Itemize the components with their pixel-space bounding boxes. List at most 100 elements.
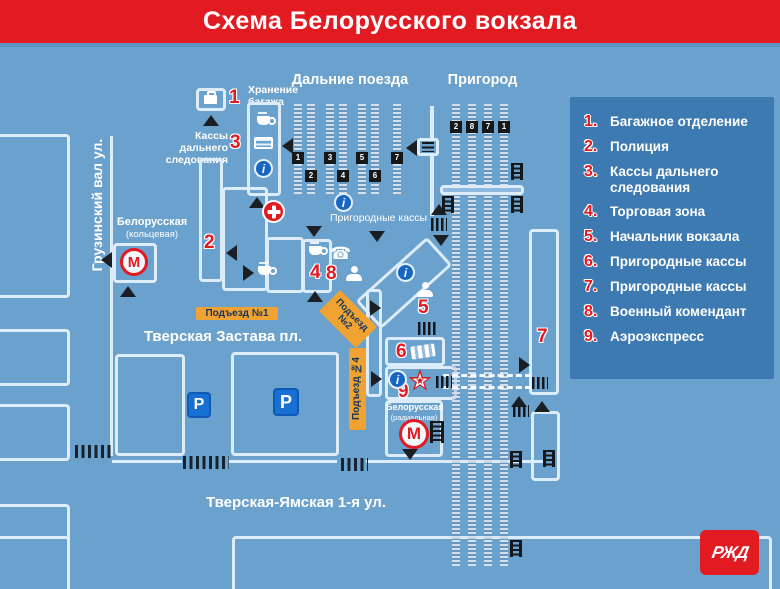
platform-number: 1 bbox=[498, 121, 510, 133]
corridor bbox=[266, 237, 304, 293]
entrance-arrow-icon bbox=[406, 140, 417, 156]
metro-letter: М bbox=[406, 424, 422, 443]
sidewalk-line bbox=[229, 460, 337, 463]
stairs-icon bbox=[543, 450, 555, 467]
railway-track bbox=[452, 104, 460, 566]
map-marker-1: 1 bbox=[229, 87, 240, 108]
stairs-icon bbox=[510, 540, 522, 557]
suburban-cashiers-building bbox=[385, 337, 445, 366]
info-letter: i bbox=[261, 161, 266, 176]
suburban-platform-building bbox=[529, 229, 559, 395]
entrance-arrow-icon bbox=[370, 300, 381, 316]
parking-letter: P bbox=[279, 391, 292, 412]
entrance-arrow-icon bbox=[243, 265, 254, 281]
platform-number: 4 bbox=[337, 170, 349, 182]
parking-icon: P bbox=[273, 388, 299, 416]
legend-item: 5.Начальник вокзала bbox=[584, 227, 740, 245]
metro-letter: М bbox=[127, 253, 141, 271]
rzd-logo: РЖД bbox=[700, 530, 759, 575]
entrance-arrow-icon bbox=[226, 245, 237, 261]
railway-track bbox=[294, 104, 302, 194]
info-icon: i bbox=[396, 263, 415, 282]
area-label-long-distance: Дальние поезда bbox=[291, 72, 409, 88]
legend-item: 9.Аэроэкспресс bbox=[584, 328, 704, 346]
entrance-arrow-icon bbox=[433, 235, 449, 246]
commandant-icon bbox=[346, 266, 362, 281]
platform-number: 2 bbox=[450, 121, 462, 133]
stairs-icon bbox=[511, 196, 523, 213]
entrance-arrow-icon bbox=[534, 401, 550, 412]
stairs-icon bbox=[442, 196, 454, 213]
header: Схема Белорусского вокзала bbox=[0, 0, 780, 47]
stairs-icon bbox=[430, 421, 444, 443]
entrance-arrow-icon bbox=[402, 449, 418, 460]
turnstile-icon bbox=[513, 405, 529, 417]
platform-number: 5 bbox=[356, 152, 368, 164]
fence-line bbox=[430, 106, 434, 216]
legend-item: 8.Военный комендант bbox=[584, 303, 747, 321]
map-marker-2: 2 bbox=[204, 232, 215, 253]
map-marker-3: 3 bbox=[230, 132, 241, 153]
pedestrian-crossing bbox=[75, 445, 111, 458]
turnstile-icon bbox=[532, 377, 548, 389]
aeroexpress-star-icon: ★ ★ ★ bbox=[406, 364, 434, 398]
platform-bridge bbox=[440, 185, 524, 195]
info-icon: i bbox=[334, 193, 353, 212]
cafe-icon bbox=[309, 242, 328, 255]
sidewalk-line bbox=[112, 460, 182, 463]
railway-track bbox=[484, 104, 492, 566]
phone-icon: ☎ bbox=[330, 244, 352, 263]
stairs-icon bbox=[511, 163, 523, 180]
metro-radial-label: Белорусская (радиальная) bbox=[386, 402, 444, 423]
map-marker-4: 4 bbox=[310, 262, 321, 283]
legend-panel: 1.Багажное отделение 2.Полиция 3.Кассы д… bbox=[570, 97, 774, 379]
suburban-cashiers-label: Пригородные кассы bbox=[330, 212, 428, 224]
suburban-platform-building bbox=[531, 411, 560, 481]
corridor bbox=[366, 289, 382, 397]
legend-item: 6.Пригородные кассы bbox=[584, 252, 747, 270]
metro-station-name: Белорусская bbox=[116, 216, 188, 228]
map-marker-7: 7 bbox=[537, 326, 548, 347]
metro-station-name: Белорусская bbox=[386, 402, 444, 412]
railway-track bbox=[358, 104, 366, 194]
railway-track bbox=[468, 104, 476, 566]
map-marker-8: 8 bbox=[326, 263, 337, 284]
ticket-office-icon bbox=[254, 137, 273, 149]
police-wing-building bbox=[199, 158, 223, 282]
map-marker-5: 5 bbox=[418, 297, 429, 318]
luggage-label: Хранение багажа bbox=[248, 84, 299, 108]
luggage-icon bbox=[204, 91, 217, 104]
railway-track bbox=[371, 104, 379, 194]
entrance-arrow-icon bbox=[120, 286, 136, 297]
legend-item: 3.Кассы дальнего следования bbox=[584, 163, 719, 195]
info-letter: i bbox=[403, 265, 408, 280]
turnstile-icon bbox=[431, 218, 447, 231]
city-block bbox=[0, 404, 70, 461]
long-distance-cashiers-label: Кассы дальнего следования bbox=[165, 130, 228, 166]
stairs-icon bbox=[510, 451, 522, 468]
pedestrian-crossing bbox=[341, 458, 368, 471]
gate-icon bbox=[417, 138, 439, 156]
entrance-arrow-icon bbox=[203, 115, 219, 126]
city-block bbox=[0, 536, 70, 589]
info-letter: i bbox=[395, 372, 400, 387]
legend-item: 2.Полиция bbox=[584, 138, 669, 156]
cafe-icon bbox=[257, 112, 276, 125]
area-label-suburban: Пригород bbox=[447, 72, 518, 88]
entrance-arrow-icon bbox=[519, 357, 530, 373]
luggage-storage-box bbox=[196, 88, 226, 111]
railway-track bbox=[326, 104, 334, 194]
page-title: Схема Белорусского вокзала bbox=[202, 7, 577, 35]
platform-number: 6 bbox=[369, 170, 381, 182]
platform-number: 1 bbox=[292, 152, 304, 164]
cafe-icon bbox=[258, 262, 277, 275]
turnstile-icon bbox=[436, 376, 452, 388]
metro-line-name: (радиальная) bbox=[390, 412, 438, 422]
map-marker-6: 6 bbox=[396, 341, 407, 362]
parking-letter: P bbox=[193, 396, 205, 413]
pedestrian-crossing bbox=[183, 456, 229, 469]
entrance-arrow-icon bbox=[282, 138, 293, 154]
map-marker-9: 9 bbox=[398, 381, 409, 402]
track-crossing-path bbox=[443, 386, 531, 389]
